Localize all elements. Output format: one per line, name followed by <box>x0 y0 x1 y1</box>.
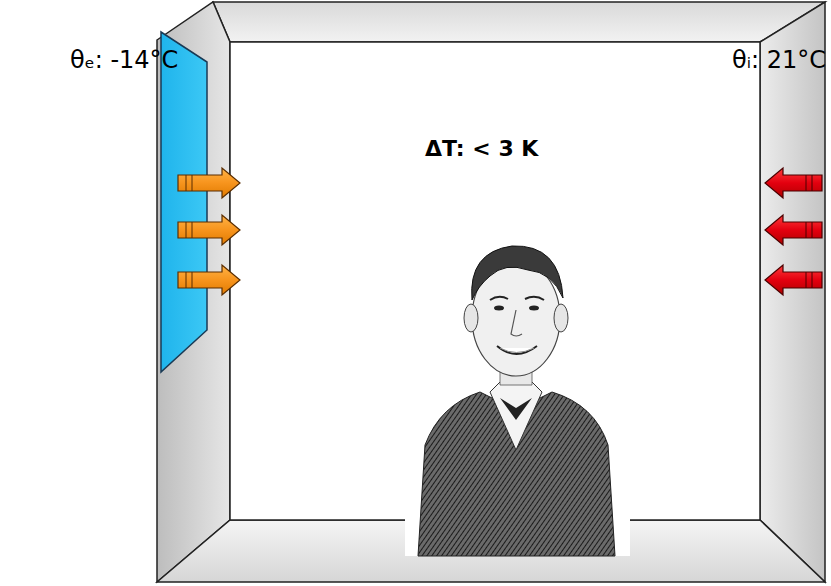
person-portrait <box>405 228 630 556</box>
right-wall <box>760 2 825 582</box>
ceiling <box>213 2 825 42</box>
temperature-difference: ΔT: < 3 K <box>425 136 538 161</box>
left-wall <box>157 2 230 582</box>
temperature-label: θᵢ: 21°C <box>732 46 826 74</box>
temperature-label: θₑ: -14°C <box>70 46 178 74</box>
heat-arrows-cold <box>178 168 240 295</box>
window <box>161 32 207 372</box>
heat-arrows-warm <box>765 168 822 295</box>
